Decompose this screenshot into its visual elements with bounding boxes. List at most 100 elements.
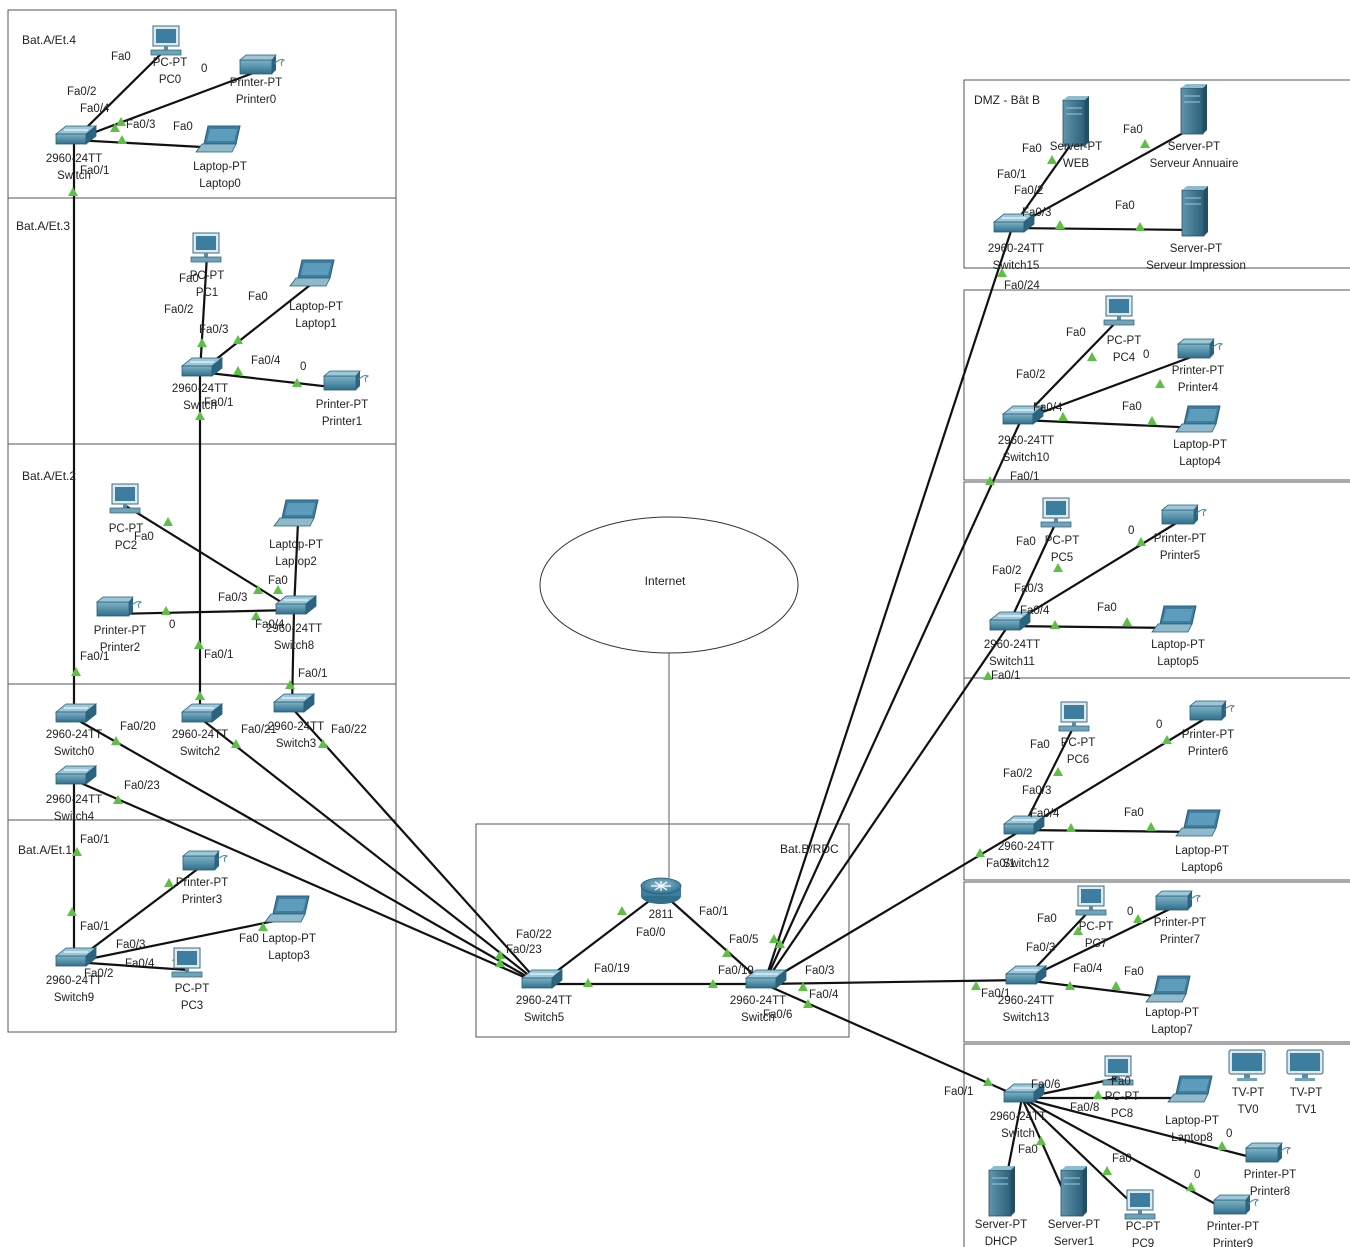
device-switch3[interactable]: [273, 693, 315, 713]
zone-box: [963, 79, 1350, 269]
device-switch8[interactable]: [275, 595, 317, 615]
device-printer4[interactable]: [1177, 338, 1223, 359]
link-switch0-switch5[interactable]: [73, 717, 541, 985]
device-name-label: PC5: [1051, 552, 1073, 564]
link-switch14-switch_rdc[interactable]: [763, 982, 1023, 1100]
device-pc0[interactable]: [150, 25, 182, 56]
device-printer1[interactable]: [323, 370, 369, 391]
device-model-label: Printer-PT: [176, 877, 228, 889]
device-laptop5[interactable]: [1151, 605, 1197, 633]
device-switch13[interactable]: [1005, 965, 1047, 985]
link-laptop2-switch8[interactable]: [292, 521, 300, 611]
device-name-label: PC3: [181, 1000, 203, 1012]
device-server1[interactable]: [1060, 1165, 1088, 1217]
device-tv1[interactable]: [1286, 1049, 1324, 1082]
link-pc9-switch14[interactable]: [1021, 1097, 1142, 1213]
device-laptop2[interactable]: [273, 499, 319, 527]
link-laptop1-sw_et3[interactable]: [199, 281, 315, 373]
device-name-label: Laptop1: [295, 318, 337, 330]
device-sw_et4[interactable]: [55, 125, 97, 145]
link-pc6-switch12[interactable]: [1021, 723, 1076, 831]
port-label: Fa0: [1066, 327, 1086, 339]
link-laptop7-switch13[interactable]: [1023, 978, 1171, 1000]
link-printer5-switch11[interactable]: [1007, 521, 1179, 627]
link-printer4-switch10[interactable]: [1020, 354, 1195, 422]
link-pc1-sw_et3[interactable]: [198, 254, 209, 373]
device-laptop8[interactable]: [1167, 1075, 1213, 1103]
device-dhcp[interactable]: [988, 1165, 1016, 1217]
device-laptop3[interactable]: [264, 895, 310, 923]
device-impression[interactable]: [1181, 185, 1209, 237]
device-printer0[interactable]: [239, 54, 285, 75]
device-pc2[interactable]: [109, 483, 141, 514]
device-switch4[interactable]: [55, 765, 97, 785]
device-tv0[interactable]: [1228, 1049, 1266, 1082]
device-pc3[interactable]: [171, 947, 203, 978]
device-switch9[interactable]: [55, 947, 97, 967]
link-switch13-switch_rdc[interactable]: [763, 978, 1025, 986]
port-label: Fa0/4: [80, 103, 110, 115]
device-sw_et3[interactable]: [181, 357, 223, 377]
link-printer0-sw_et4[interactable]: [73, 70, 257, 142]
device-printer5[interactable]: [1161, 504, 1207, 525]
link-switch3-switch5[interactable]: [291, 707, 541, 985]
link-up-indicator-icon: [769, 934, 779, 943]
device-name-label: Switch15: [993, 260, 1040, 272]
link-pc3-switch9[interactable]: [73, 960, 189, 972]
link-printer6-switch12[interactable]: [1021, 717, 1207, 831]
device-laptop1[interactable]: [289, 259, 335, 287]
link-printer3-switch9[interactable]: [73, 867, 200, 963]
device-pc9[interactable]: [1124, 1189, 1156, 1220]
device-printer8[interactable]: [1245, 1142, 1291, 1163]
link-switch2-switch5[interactable]: [199, 717, 541, 985]
laptop-icon: [289, 259, 335, 287]
device-name-label: Serveur Annuaire: [1150, 158, 1239, 170]
link-laptop6-switch12[interactable]: [1021, 828, 1201, 834]
link-printer1-sw_et3[interactable]: [199, 370, 341, 390]
link-printer9-switch14[interactable]: [1021, 1097, 1231, 1213]
link-laptop5-switch11[interactable]: [1007, 624, 1177, 630]
device-router[interactable]: [640, 877, 682, 905]
link-switch5-router[interactable]: [539, 891, 662, 985]
link-switch8-switch3[interactable]: [290, 609, 296, 709]
device-switch2[interactable]: [181, 703, 223, 723]
link-switch10-switch_rdc[interactable]: [762, 419, 1023, 985]
device-laptop7[interactable]: [1145, 975, 1191, 1003]
link-printer2-switch8[interactable]: [112, 608, 295, 616]
link-annuaire-switch15[interactable]: [1011, 127, 1193, 229]
link-pc2-switch8[interactable]: [125, 505, 295, 611]
link-pc5-switch11[interactable]: [1007, 519, 1058, 627]
link-web-switch15[interactable]: [1011, 139, 1075, 229]
link-switch15-switch_rdc[interactable]: [762, 227, 1014, 985]
link-laptop4-switch10[interactable]: [1020, 418, 1201, 430]
link-printer7-switch13[interactable]: [1023, 907, 1173, 981]
link-pc4-switch10[interactable]: [1020, 317, 1121, 421]
device-printer7[interactable]: [1155, 890, 1201, 911]
link-up-indicator-icon: [1122, 617, 1132, 626]
link-laptop3-switch9[interactable]: [73, 916, 290, 964]
device-pc7[interactable]: [1075, 885, 1107, 916]
device-web[interactable]: [1062, 95, 1090, 147]
link-impression-switch15[interactable]: [1011, 226, 1194, 232]
link-switch4-switch5[interactable]: [73, 778, 541, 986]
device-model-label: TV-PT: [1290, 1087, 1323, 1099]
device-printer3[interactable]: [182, 850, 228, 871]
link-laptop0-sw_et4[interactable]: [73, 138, 221, 150]
device-pc4[interactable]: [1103, 295, 1135, 326]
device-laptop4[interactable]: [1175, 405, 1221, 433]
device-switch0[interactable]: [55, 703, 97, 723]
link-router-switch_rdc[interactable]: [660, 891, 765, 985]
device-model-label: Server-PT: [975, 1219, 1027, 1231]
device-laptop6[interactable]: [1175, 809, 1221, 837]
device-pc1[interactable]: [190, 232, 222, 263]
device-laptop0[interactable]: [195, 125, 241, 153]
link-switch11-switch_rdc[interactable]: [763, 625, 1009, 985]
device-pc6[interactable]: [1058, 701, 1090, 732]
device-annuaire[interactable]: [1180, 83, 1208, 135]
link-pc0-sw_et4[interactable]: [73, 47, 168, 141]
device-pc5[interactable]: [1040, 497, 1072, 528]
device-printer6[interactable]: [1189, 700, 1235, 721]
device-switch5[interactable]: [521, 969, 563, 989]
link-up-indicator-icon: [722, 948, 732, 957]
